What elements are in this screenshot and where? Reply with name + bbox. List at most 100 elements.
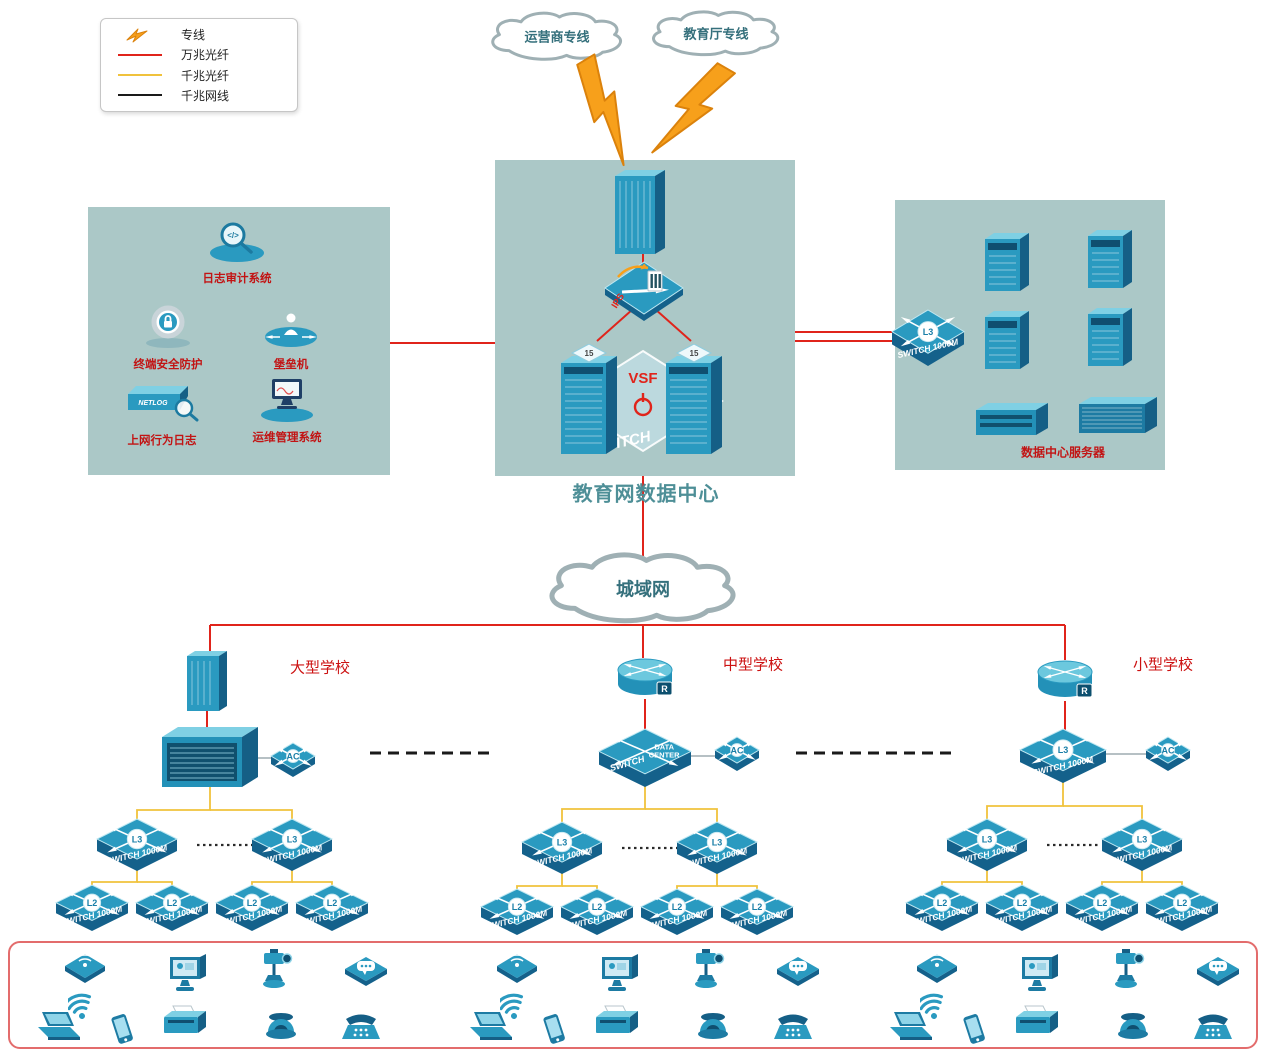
lightning-carrier[interactable] [556, 53, 656, 177]
svg-text:R: R [1081, 686, 1088, 696]
dc-server-4[interactable] [1088, 308, 1133, 372]
legend-row-dedicated-line: 专线 [111, 26, 287, 43]
dome-camera-1[interactable] [262, 1009, 300, 1048]
man-cloud[interactable]: 城域网 [538, 546, 748, 637]
vsf-server-2[interactable]: 15 [666, 343, 723, 460]
ops-management[interactable]: 运维管理系统 [250, 377, 324, 444]
laptop-1[interactable] [32, 1011, 82, 1048]
telephone-2[interactable] [770, 1011, 816, 1048]
voip-terminal-1[interactable] [343, 953, 389, 992]
dc-servers-label: 数据中心服务器 [1020, 445, 1106, 460]
large-ac[interactable]: AC [269, 738, 317, 785]
bastion-host-label: 堡垒机 [273, 359, 309, 371]
ptz-camera-2[interactable] [688, 947, 730, 996]
legend-row-1g-fiber: 千兆光纤 [111, 67, 287, 84]
dc-server-2[interactable] [1088, 230, 1133, 294]
netlog-system-label: 上网行为日志 [127, 435, 197, 447]
svg-text:L2: L2 [1017, 898, 1028, 908]
wireless-ap-1[interactable] [63, 950, 107, 989]
netlog-system[interactable]: NETLOG 上网行为日志 [122, 382, 202, 447]
lightning-education[interactable] [639, 50, 737, 174]
svg-text:L2: L2 [1177, 898, 1188, 908]
svg-text:L2: L2 [937, 898, 948, 908]
vsf-server-1[interactable]: 15 [561, 343, 618, 460]
svg-text:运营商专线: 运营商专线 [524, 30, 589, 46]
voip-terminal-3[interactable] [1195, 953, 1241, 992]
dc-storage-1[interactable] [976, 403, 1049, 441]
dc-server-3[interactable] [985, 311, 1030, 375]
desktop-pc-1[interactable] [164, 953, 210, 1000]
core-firewall[interactable] [615, 170, 666, 260]
telephone-1[interactable] [338, 1011, 384, 1048]
smartphone-3[interactable] [957, 1011, 991, 1054]
small-ac[interactable]: AC [1144, 732, 1192, 779]
small-router[interactable]: R [1035, 658, 1095, 707]
school-small-label: 小型学校 [1132, 656, 1194, 674]
ptz-camera-1[interactable] [256, 947, 298, 996]
svg-text:L2: L2 [167, 898, 178, 908]
smartphone-1[interactable] [105, 1011, 139, 1054]
datacenter-title: 教育网数据中心 [572, 481, 720, 506]
medium-router[interactable]: R [615, 656, 675, 705]
laptop-2[interactable] [464, 1011, 514, 1048]
dome-camera-3[interactable] [1114, 1009, 1152, 1048]
printer-2[interactable] [592, 1003, 640, 1044]
svg-text:</>: </> [227, 231, 239, 240]
dc-server-1[interactable] [985, 233, 1030, 297]
terminal-security[interactable]: 终端安全防护 [131, 302, 205, 371]
large-firewall[interactable] [187, 651, 228, 717]
cloud-carrier[interactable]: 运营商专线 [482, 6, 632, 73]
voip-terminal-2[interactable] [775, 953, 821, 992]
svg-text:L3: L3 [132, 834, 143, 844]
cloud-education[interactable]: 教育厅专线 [643, 5, 789, 68]
wireless-ap-2[interactable] [495, 950, 539, 989]
svg-text:NETLOG: NETLOG [138, 400, 168, 407]
ips-device[interactable]: IPS [602, 259, 686, 330]
smartphone-2[interactable] [537, 1011, 571, 1054]
telephone-3[interactable] [1190, 1011, 1236, 1048]
printer-3[interactable] [1012, 1003, 1060, 1044]
desktop-pc-2[interactable] [596, 953, 642, 1000]
log-audit-system[interactable]: </>日志审计系统 [200, 218, 274, 285]
medium-ac[interactable]: AC [713, 732, 761, 779]
svg-text:L2: L2 [672, 902, 683, 912]
svg-text:城域网: 城域网 [616, 578, 670, 600]
laptop-3[interactable] [884, 1011, 934, 1048]
desktop-pc-3[interactable] [1016, 953, 1062, 1000]
svg-text:L2: L2 [592, 902, 603, 912]
ops-management-label: 运维管理系统 [252, 432, 322, 444]
ptz-camera-3[interactable] [1108, 947, 1150, 996]
dc-storage-2[interactable] [1079, 397, 1158, 439]
wireless-ap-3[interactable] [915, 950, 959, 989]
svg-text:15: 15 [585, 349, 594, 358]
printer-1[interactable] [160, 1003, 208, 1044]
large-core-server[interactable] [162, 727, 259, 793]
dome-camera-2[interactable] [694, 1009, 732, 1048]
bastion-host[interactable]: 堡垒机 [254, 306, 328, 371]
lightning-legend-icon [111, 27, 169, 43]
